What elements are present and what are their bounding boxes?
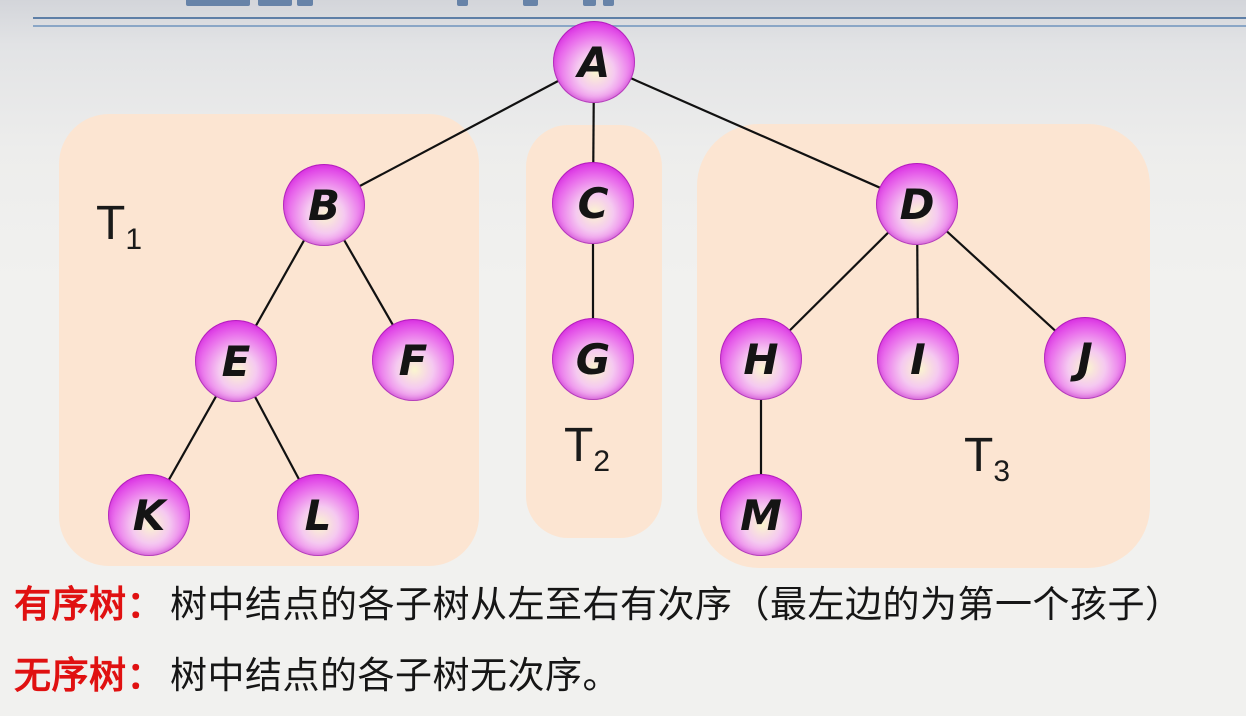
definition-unordered-tree: 无序树：树中结点的各子树无次序。 [14,645,620,699]
definition-unordered-tree-text: 树中结点的各子树无次序。 [170,655,620,696]
tree-node-I: I [877,318,959,400]
definition-ordered-tree: 有序树：树中结点的各子树从左至右有次序（最左边的为第一个孩子） [14,574,1183,628]
tree-node-G: G [552,318,634,400]
separator-line-top [33,17,1246,19]
title-fragment [457,0,468,6]
title-fragment [297,0,313,6]
tree-node-M: M [720,474,802,556]
subtree-label-t2-main: T [564,419,594,472]
separator-line-bottom [33,25,1246,27]
subtree-label-t2-sub: 2 [593,445,611,478]
tree-node-A: A [553,21,635,103]
title-fragment [258,0,292,6]
tree-node-L: L [277,474,359,556]
subtree-label-t1: T1 [96,196,142,255]
tree-node-D: D [876,163,958,245]
tree-edge-A-D [593,60,918,206]
tree-node-C: C [552,162,634,244]
subtree-label-t3-sub: 3 [993,455,1011,488]
tree-node-K: K [108,474,190,556]
subtree-label-t2: T2 [564,418,610,477]
subtree-label-t1-main: T [96,197,126,250]
subtree-label-t3: T3 [964,428,1010,487]
tree-node-H: H [720,318,802,400]
tree-node-E: E [195,320,277,402]
title-fragment [583,0,596,6]
definition-ordered-tree-term: 有序树： [14,584,164,625]
title-fragment [523,0,538,6]
tree-node-J: J [1044,317,1126,399]
tree-node-F: F [372,319,454,401]
subtree-label-t3-main: T [964,429,994,482]
title-fragment [186,0,250,6]
definition-unordered-tree-term: 无序树： [14,655,164,696]
tree-edge-A-B [323,61,595,206]
tree-node-B: B [283,164,365,246]
title-fragment [603,0,614,6]
subtree-label-t1-sub: 1 [125,223,143,256]
definition-ordered-tree-text: 树中结点的各子树从左至右有次序（最左边的为第一个孩子） [170,584,1183,625]
